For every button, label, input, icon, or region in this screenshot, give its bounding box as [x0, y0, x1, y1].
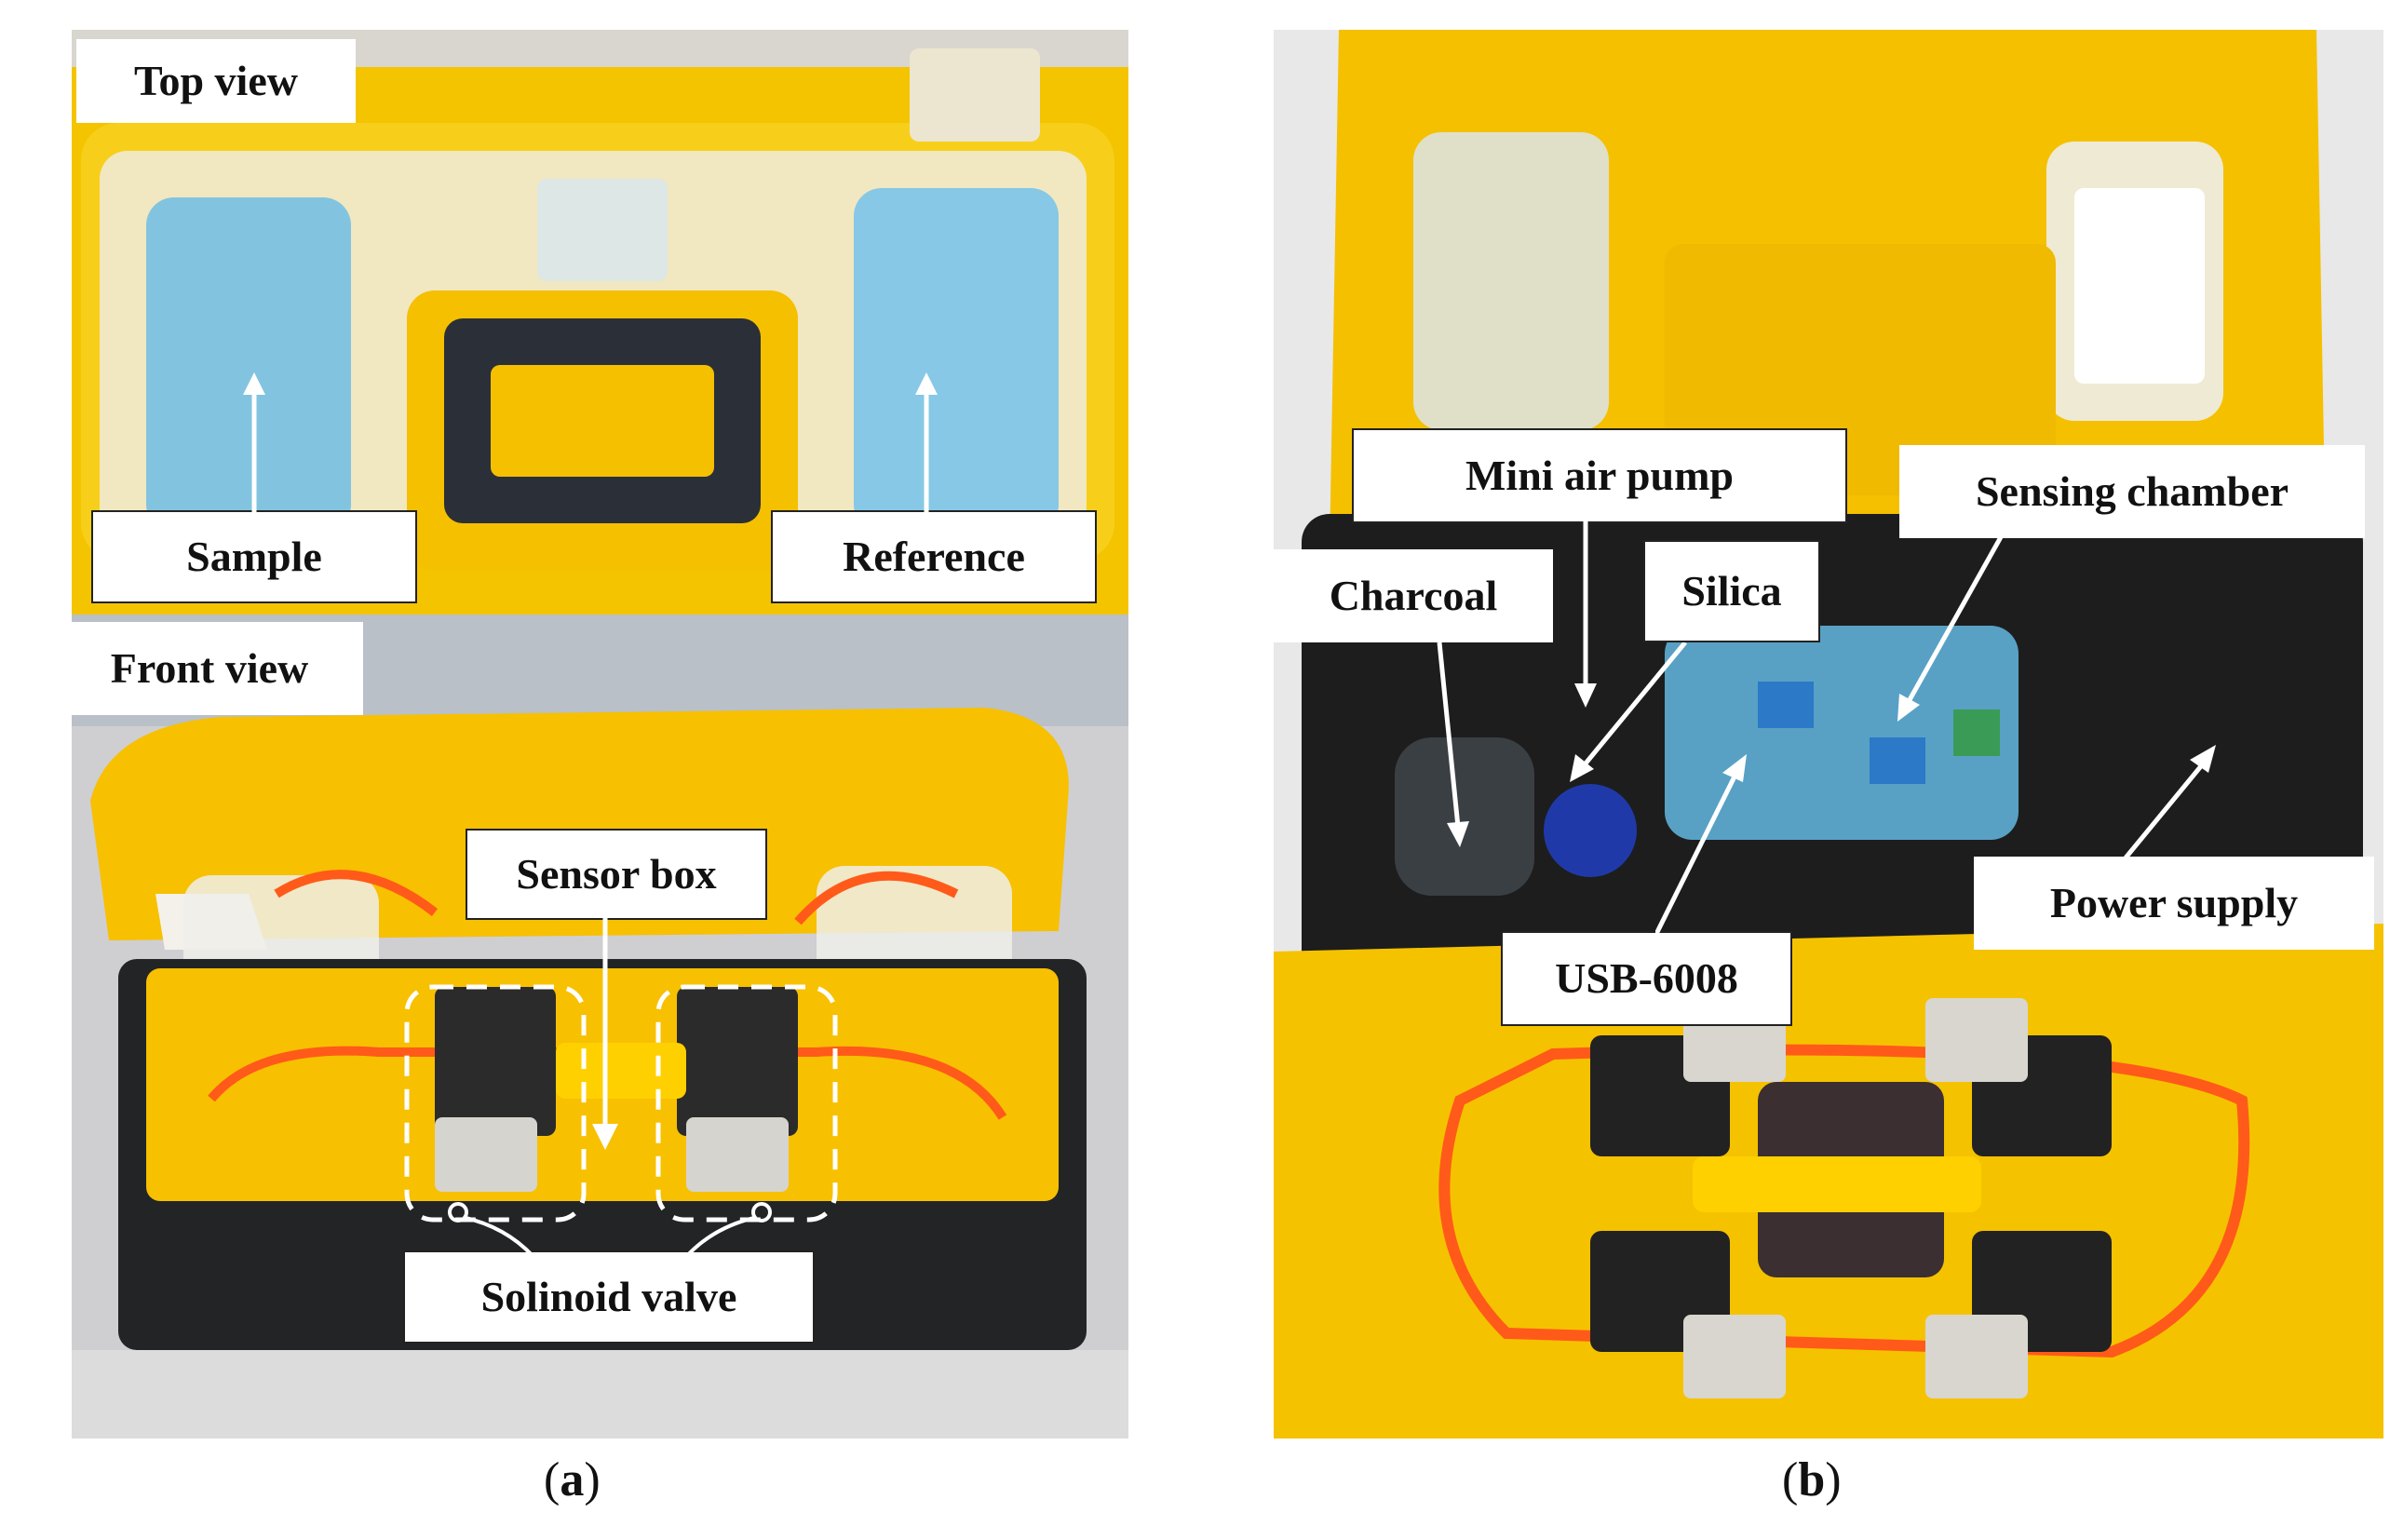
- caption-a: (a): [544, 1452, 601, 1507]
- caption-a-close: ): [584, 1453, 601, 1506]
- sample-label: Sample: [91, 510, 417, 603]
- caption-b-open: (: [1782, 1453, 1799, 1506]
- silica-arrow-icon: [1570, 642, 1687, 782]
- caption-b-letter: b: [1798, 1453, 1826, 1506]
- front-view-label: Front view: [56, 622, 363, 715]
- panel-a-top-photo: [72, 30, 1128, 615]
- usb-6008-arrow-icon: [1655, 754, 1747, 936]
- power-supply-arrow-icon: [2123, 745, 2216, 861]
- silica-label: Silica: [1643, 540, 1820, 642]
- caption-b-close: ): [1825, 1453, 1842, 1506]
- sample-arrow-icon: [243, 372, 265, 512]
- solenoid-right-connector-icon: [678, 1202, 772, 1266]
- sensor-box-label: Sensor box: [466, 829, 767, 920]
- charcoal-arrow-icon: [1437, 642, 1469, 847]
- sensing-chamber-label: Sensing chamber: [1899, 445, 2365, 538]
- caption-a-letter: a: [560, 1453, 585, 1506]
- power-supply-label: Power supply: [1974, 857, 2374, 950]
- sensing-chamber-arrow-icon: [1897, 535, 2005, 722]
- reference-arrow-icon: [915, 372, 938, 512]
- caption-a-open: (: [544, 1453, 560, 1506]
- top-view-photo: [72, 30, 1128, 615]
- mini-air-pump-label: Mini air pump: [1352, 428, 1847, 523]
- panel-b-photo: [1274, 30, 2383, 1439]
- solenoid-left-connector-icon: [448, 1202, 542, 1266]
- mini-air-pump-arrow-icon: [1574, 521, 1597, 708]
- solenoid-valve-label: Solinoid valve: [403, 1250, 815, 1344]
- charcoal-label: Charcoal: [1274, 549, 1553, 642]
- inside-case-photo: [1274, 30, 2383, 1439]
- caption-b: (b): [1782, 1452, 1842, 1507]
- usb-6008-label: USB-6008: [1501, 931, 1792, 1026]
- sensor-box-arrow-icon: [592, 917, 618, 1150]
- top-view-label: Top view: [76, 39, 356, 123]
- reference-label: Reference: [771, 510, 1097, 603]
